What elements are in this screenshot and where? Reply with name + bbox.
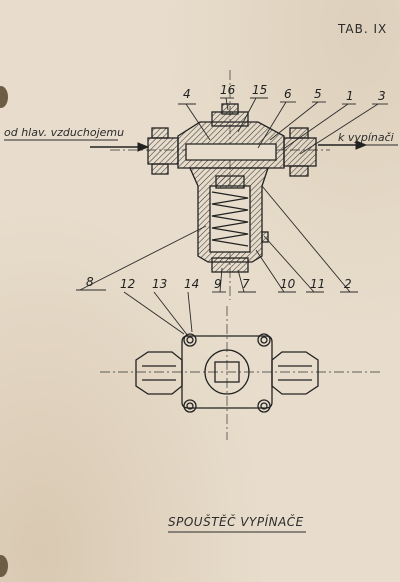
callout-number: 5 <box>314 87 322 101</box>
valve-plan-view <box>135 333 319 413</box>
callout-number: 13 <box>152 277 167 291</box>
callout-number: 10 <box>280 277 296 291</box>
outlet-label: k vypínači <box>338 131 394 144</box>
binder-hole <box>0 86 8 108</box>
callout-number: 9 <box>214 277 222 291</box>
callout-number: 7 <box>242 277 250 291</box>
inlet-arrow <box>90 142 150 152</box>
inlet-label: od hlav. vzduchojemu <box>4 126 125 139</box>
callout-numbers: 4 16 15 6 5 1 3 8 9 7 10 11 2 12 13 14 <box>86 83 386 291</box>
binder-hole <box>0 555 8 577</box>
valve-section-view <box>147 103 317 273</box>
callout-number: 15 <box>252 83 267 97</box>
plate-number: TAB. IX <box>338 22 388 36</box>
callout-number: 1 <box>346 89 354 103</box>
callout-number: 8 <box>86 275 94 289</box>
callout-number: 14 <box>184 277 199 291</box>
callout-number: 3 <box>378 89 386 103</box>
callout-leaders <box>76 97 388 337</box>
callout-number: 6 <box>284 87 292 101</box>
callout-number: 12 <box>120 277 135 291</box>
callout-number: 2 <box>344 277 352 291</box>
callout-number: 11 <box>310 277 325 291</box>
callout-number: 16 <box>220 83 236 97</box>
callout-number: 4 <box>183 87 191 101</box>
drawing-title: SPOUŠTĚČ VYPÍNAČE <box>168 515 304 529</box>
outlet-arrow <box>318 140 368 150</box>
bolt-icon <box>183 333 271 413</box>
